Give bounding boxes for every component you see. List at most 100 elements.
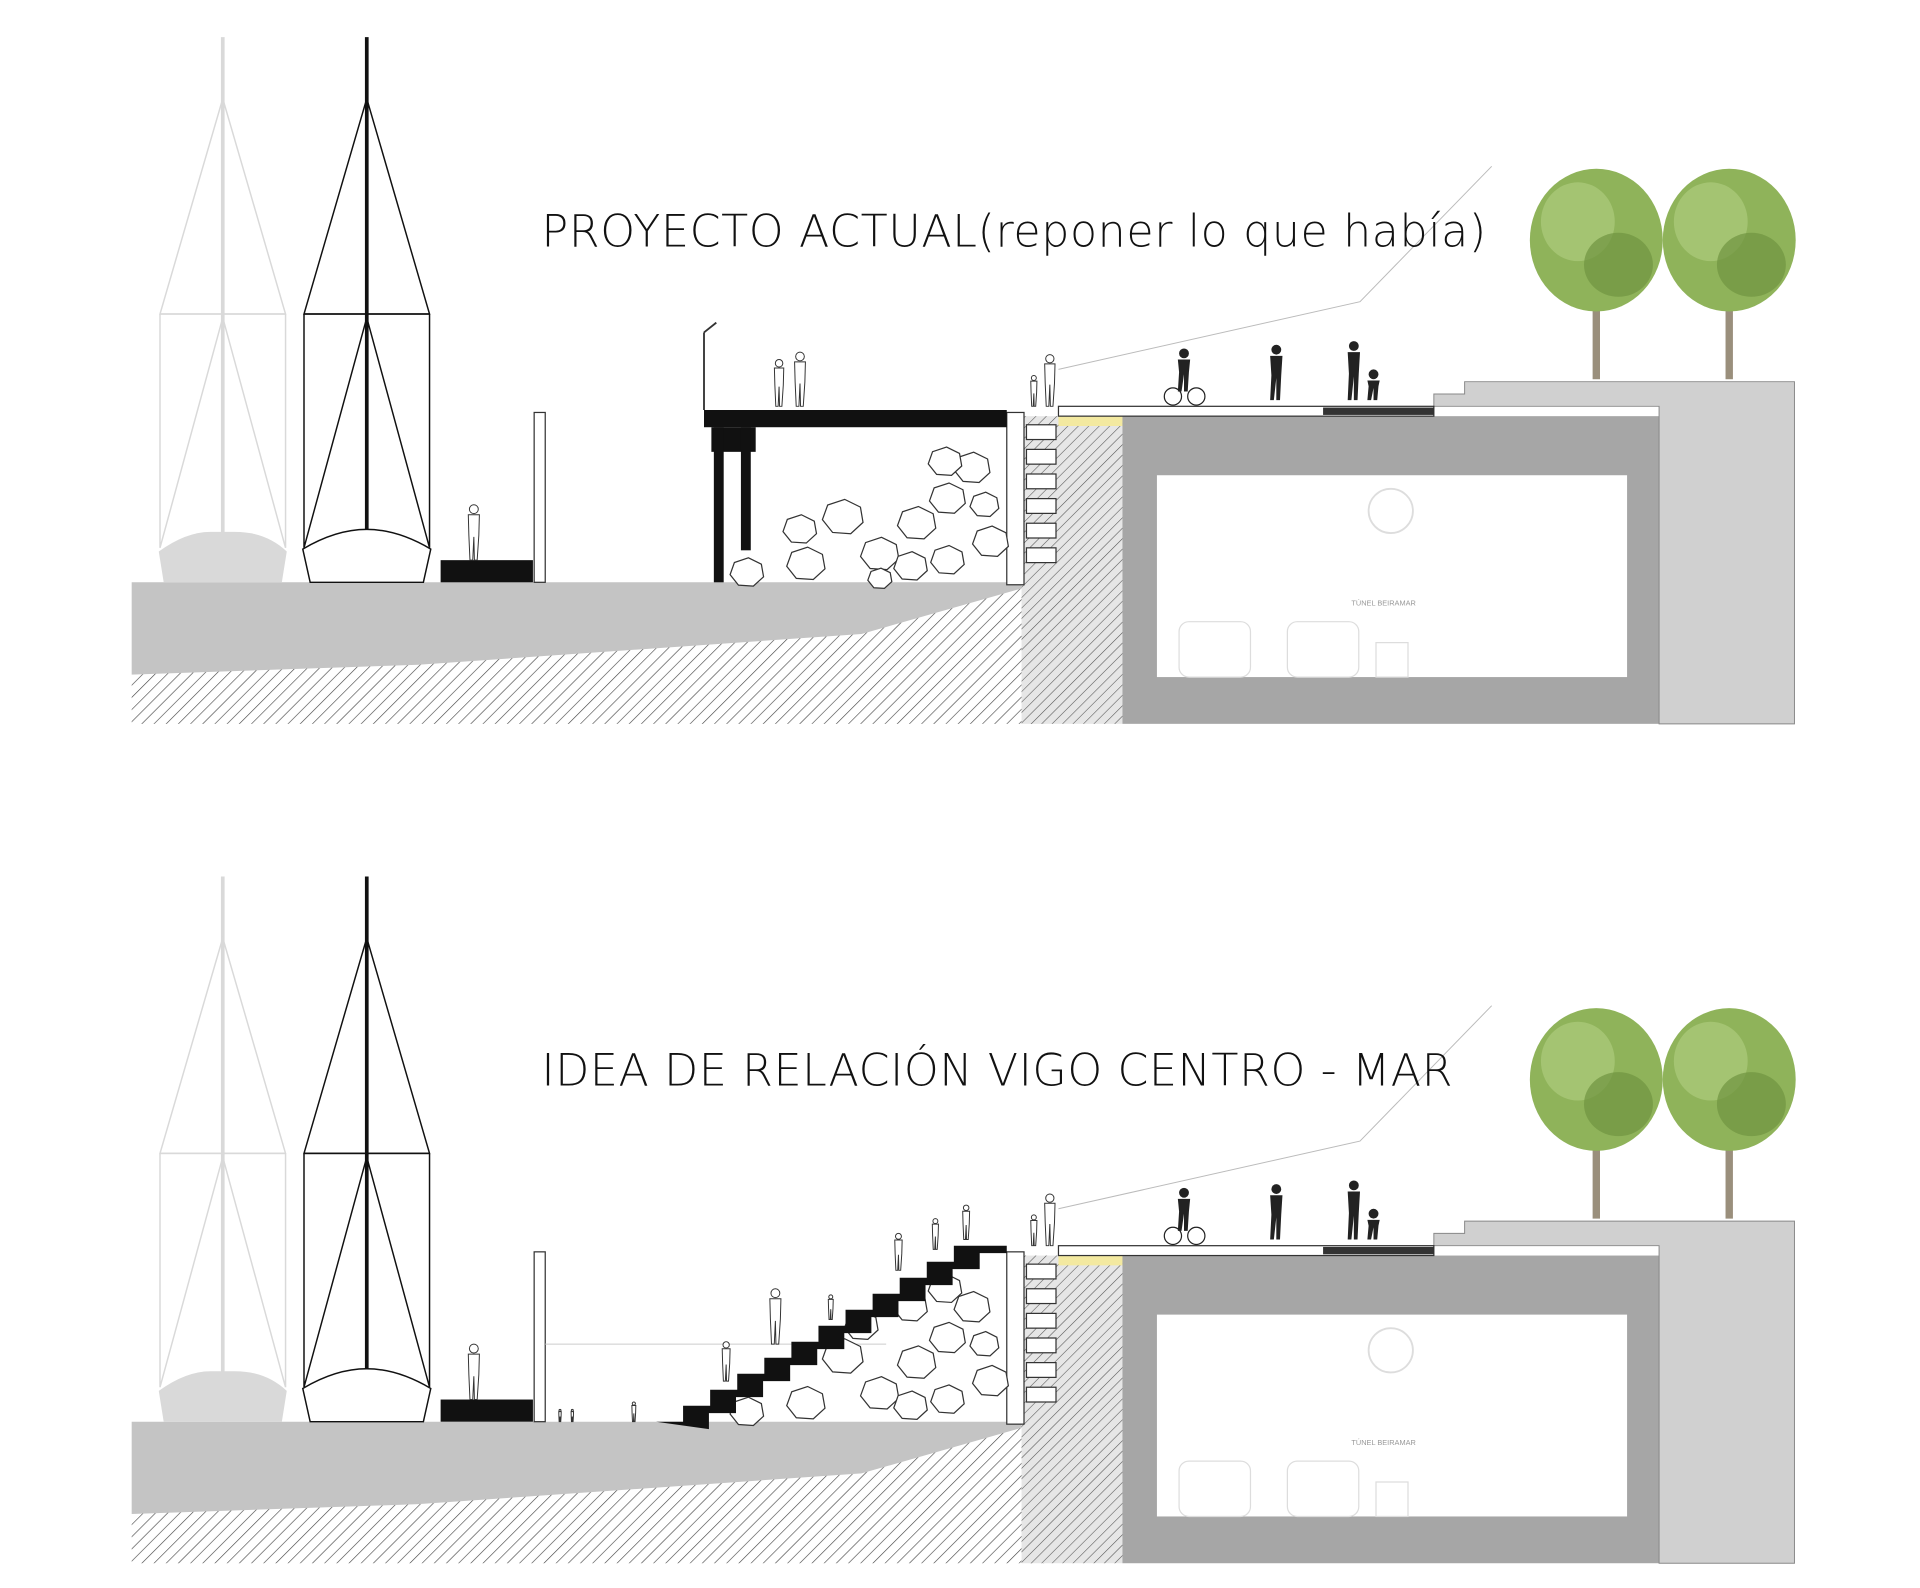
wall-block (1025, 448, 1057, 465)
tunnel-fan (1367, 487, 1414, 534)
wall-block (1025, 1362, 1057, 1378)
head (1045, 1193, 1055, 1203)
head (558, 1408, 562, 1412)
rock (930, 1384, 965, 1414)
rock-riprap (729, 446, 1010, 589)
body (1270, 1195, 1283, 1240)
body (1030, 380, 1038, 407)
rock (969, 491, 1000, 518)
tunnel-door (1375, 1481, 1409, 1518)
body (794, 361, 806, 407)
concrete-stair-seating (656, 1245, 1007, 1430)
body (1367, 380, 1380, 401)
body (1177, 1198, 1191, 1231)
rock (953, 1290, 991, 1323)
head (1179, 1187, 1189, 1198)
wall-block (1025, 1386, 1057, 1403)
rock (729, 557, 765, 587)
wall-block (1025, 547, 1057, 564)
pedestrian-silhouette (1270, 1184, 1283, 1240)
wall-block (1025, 1337, 1057, 1354)
cyclist (1163, 1187, 1206, 1246)
pedestrian-silhouette (1177, 348, 1191, 392)
head (895, 1232, 902, 1240)
body (467, 514, 480, 561)
head (1271, 1184, 1282, 1194)
rock (971, 525, 1010, 557)
body (1347, 1191, 1360, 1240)
paving-light (1058, 1255, 1123, 1266)
wall-block (1025, 498, 1057, 514)
section-proposed-idea: TÚNEL BEIRAMAR IDEA DE RELACIÓN VIGO CENT… (131, 876, 1796, 1564)
ghost-sailboat (158, 876, 287, 1422)
rock (969, 1330, 1000, 1357)
person-figure (794, 351, 806, 407)
rock (782, 514, 818, 544)
tree-canopy-shade (1584, 232, 1653, 297)
rock (786, 1385, 826, 1420)
mooring-post (533, 1251, 546, 1423)
mooring-post (533, 411, 546, 583)
rock (859, 536, 900, 571)
wall-block (1025, 1288, 1057, 1305)
tree-canopy-shade (1716, 1072, 1786, 1137)
tree-trunk (1592, 1110, 1600, 1219)
tunnel-interior (1156, 475, 1628, 678)
body (558, 1411, 562, 1423)
tunnel-door (1375, 642, 1409, 678)
person-figure (894, 1232, 903, 1271)
section-title: IDEA DE RELACIÓN VIGO CENTRO - MAR (542, 1044, 1454, 1097)
body (1177, 359, 1191, 392)
wall-face (1006, 1251, 1025, 1425)
person-figure (467, 1343, 480, 1401)
sailboat (301, 37, 432, 584)
person-figure (769, 1288, 782, 1345)
head (770, 1288, 781, 1299)
rock (859, 1375, 900, 1410)
head (1030, 375, 1037, 381)
bike-wheel (1187, 1226, 1206, 1246)
person-figure (631, 1401, 637, 1423)
wall-block (1025, 522, 1057, 539)
head (468, 1343, 479, 1354)
head (1348, 341, 1359, 351)
body (1270, 355, 1283, 401)
tree-canopy-shade (1584, 1072, 1653, 1137)
tree (1529, 1008, 1663, 1219)
sea-wall-section (1021, 416, 1123, 724)
car-outline (1178, 621, 1252, 678)
person-figure (931, 1218, 939, 1250)
tree-trunk (1725, 270, 1733, 380)
pedestrian-silhouette (1270, 344, 1283, 401)
wall-block (1025, 1312, 1057, 1329)
body (931, 1223, 939, 1250)
tree-trunk (1725, 1110, 1733, 1219)
floating-dock (440, 1399, 533, 1422)
body (827, 1298, 834, 1321)
hull (158, 531, 287, 583)
pedestrian-silhouette (1347, 1180, 1360, 1240)
tree (1662, 1008, 1796, 1219)
road-surface (1323, 407, 1434, 415)
rock (867, 567, 893, 589)
rock (893, 1390, 928, 1420)
person-figure (773, 359, 785, 407)
sea-wall-section (1021, 1255, 1123, 1564)
head (1368, 369, 1379, 380)
rock (893, 550, 928, 581)
bike-wheel (1163, 387, 1183, 406)
head (774, 359, 784, 368)
person-figure (827, 1294, 834, 1321)
pier-column (740, 427, 751, 551)
head (1179, 348, 1189, 359)
car-outline (1178, 1460, 1252, 1518)
body (1044, 1202, 1056, 1247)
tunnel-label: TÚNEL BEIRAMAR (1351, 599, 1415, 608)
tunnel-label: TÚNEL BEIRAMAR (1351, 1438, 1415, 1447)
body (894, 1239, 903, 1271)
ramp-guide-line (1058, 1005, 1493, 1210)
bike-wheel (1163, 1226, 1183, 1246)
head (828, 1294, 834, 1300)
body (1367, 1219, 1380, 1240)
person-figure (1030, 1214, 1038, 1247)
